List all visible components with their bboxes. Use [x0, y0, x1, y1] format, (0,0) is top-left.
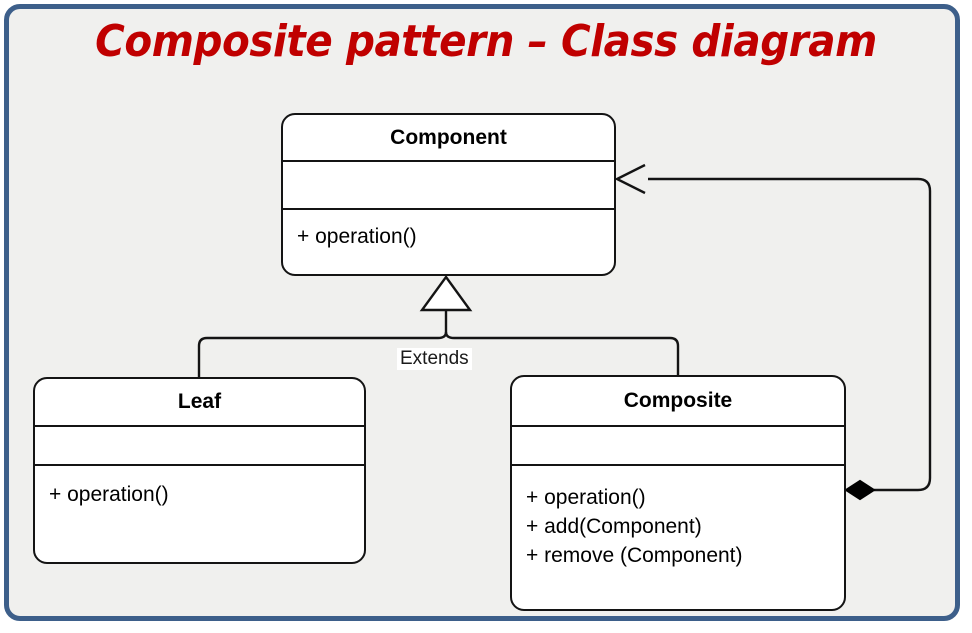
uml-operations-composite: + operation() + add(Component) + remove … — [512, 466, 844, 609]
uml-class-component[interactable]: Component + operation() — [281, 113, 616, 276]
uml-attributes-component — [283, 162, 614, 210]
page-title: Composite pattern – Class diagram — [95, 16, 877, 67]
uml-class-leaf[interactable]: Leaf + operation() — [33, 377, 366, 564]
generalization-label: Extends — [397, 348, 472, 370]
uml-class-composite[interactable]: Composite + operation() + add(Component)… — [510, 375, 846, 611]
uml-operation: + remove (Component) — [526, 544, 743, 567]
uml-operation: + operation() — [526, 486, 646, 509]
uml-class-name-composite: Composite — [512, 377, 844, 427]
uml-class-name-leaf: Leaf — [35, 379, 364, 427]
uml-operations-component: + operation() — [283, 210, 614, 274]
uml-operation: + add(Component) — [526, 515, 702, 538]
uml-operation: + operation() — [49, 483, 169, 506]
uml-attributes-leaf — [35, 427, 364, 466]
uml-class-name-component: Component — [283, 115, 614, 162]
uml-operation: + operation() — [297, 225, 417, 248]
uml-operations-leaf: + operation() — [35, 466, 364, 562]
uml-attributes-composite — [512, 427, 844, 466]
